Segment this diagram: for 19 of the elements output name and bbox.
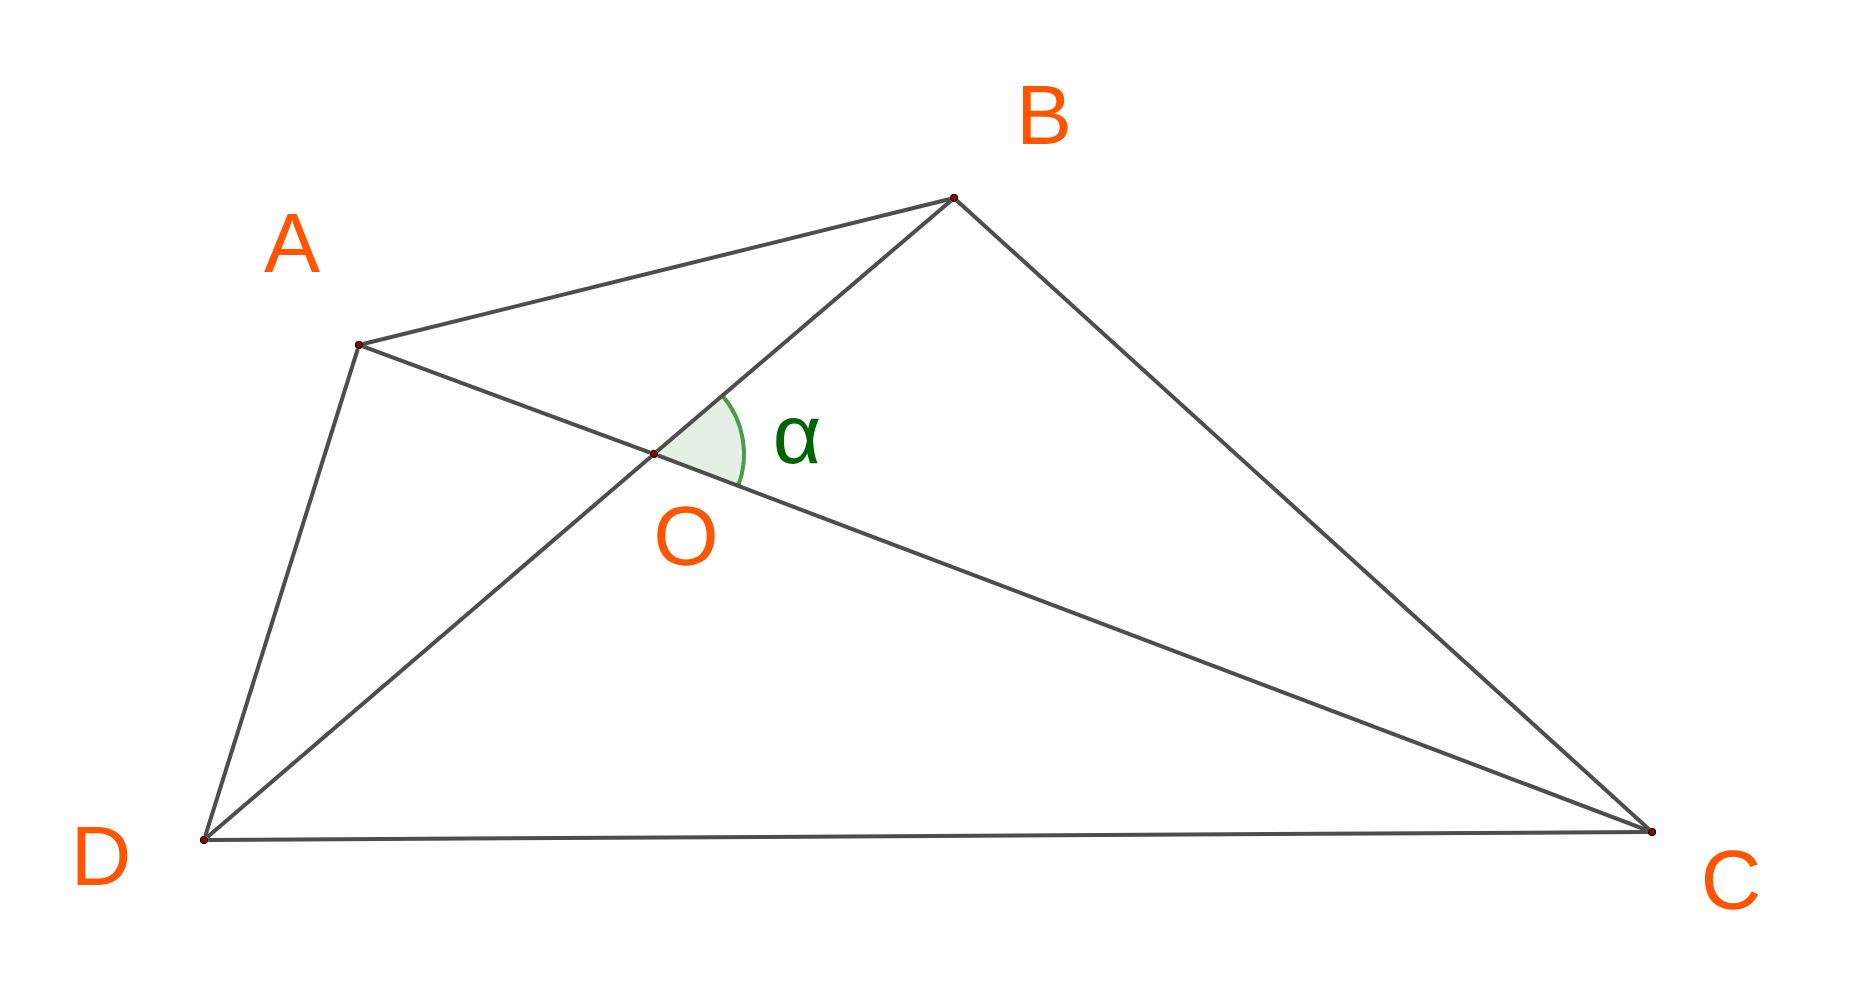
point-label: C: [1704, 850, 1759, 910]
point: [199, 835, 209, 845]
point-label: A: [264, 214, 320, 272]
line-segment: [655, 199, 953, 453]
point-label: B: [1022, 86, 1068, 144]
point: [649, 449, 659, 459]
line-segment: [362, 344, 651, 455]
point-label: O: [657, 506, 715, 566]
line-segment: [208, 830, 1648, 842]
point-label: D: [77, 827, 128, 885]
point: [354, 340, 364, 350]
line-segment: [203, 348, 360, 837]
line-segment: [362, 197, 951, 346]
angle-label: α: [776, 418, 819, 464]
point: [1647, 827, 1657, 837]
line-segment: [657, 453, 1649, 833]
line-segment: [955, 199, 1651, 831]
point: [949, 193, 959, 203]
line-segment: [205, 455, 653, 839]
